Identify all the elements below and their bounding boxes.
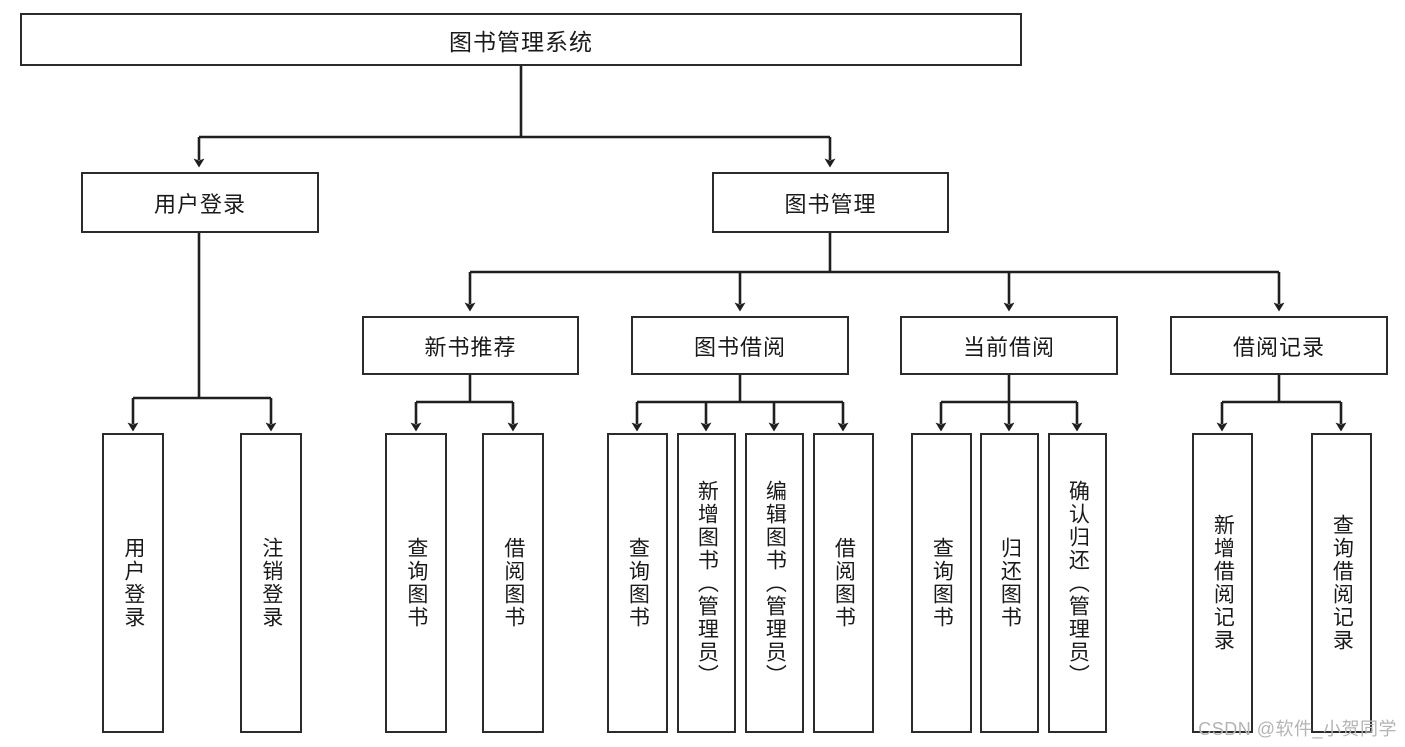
node-label: 图书借阅 [693,334,786,360]
node-label: 借阅图书 [832,537,856,629]
node-label: 新增借阅记录 [1211,514,1235,652]
node-root-book-management-system[interactable]: 图书管理系统 [20,13,1022,66]
node-label: 借阅记录 [1232,334,1325,360]
node-label: 用户登录 [121,537,145,629]
node-label: 新书推荐 [424,334,517,360]
watermark-text: CSDN @软件_小贺同学 [1198,719,1397,739]
leaf-query-book-borrow[interactable]: 查询图书 [607,433,668,733]
node-current-borrow[interactable]: 当前借阅 [900,316,1118,375]
leaf-add-borrow-record[interactable]: 新增借阅记录 [1192,433,1253,733]
node-label: 用户登录 [153,191,246,217]
node-borrow-record[interactable]: 借阅记录 [1170,316,1388,375]
node-label: 查询图书 [626,537,650,629]
leaf-query-book-current[interactable]: 查询图书 [911,433,972,733]
leaf-query-book-recommend[interactable]: 查询图书 [385,433,447,733]
node-label: 编辑图书（管理员） [763,479,787,687]
leaf-confirm-return-admin[interactable]: 确认归还（管理员） [1048,433,1107,733]
node-new-book-recommend[interactable]: 新书推荐 [362,316,579,375]
node-book-borrow[interactable]: 图书借阅 [631,316,849,375]
node-label: 图书管理系统 [449,28,593,55]
leaf-query-borrow-record[interactable]: 查询借阅记录 [1311,433,1372,733]
node-label: 归还图书 [998,537,1022,629]
leaf-user-login[interactable]: 用户登录 [102,433,164,733]
node-label: 查询图书 [930,537,954,629]
node-book-manage[interactable]: 图书管理 [712,172,949,233]
node-label: 借阅图书 [501,537,525,629]
node-label: 查询图书 [404,537,428,629]
leaf-borrow-book-borrow[interactable]: 借阅图书 [813,433,874,733]
leaf-edit-book-admin[interactable]: 编辑图书（管理员） [745,433,804,733]
leaf-return-book[interactable]: 归还图书 [980,433,1039,733]
leaf-logout-login[interactable]: 注销登录 [240,433,302,733]
leaf-add-book-admin[interactable]: 新增图书（管理员） [677,433,736,733]
node-label: 注销登录 [259,537,283,629]
node-label: 确认归还（管理员） [1066,479,1090,687]
node-label: 新增图书（管理员） [695,479,719,687]
node-label: 图书管理 [784,191,877,217]
node-user-login[interactable]: 用户登录 [81,172,319,233]
node-label: 查询借阅记录 [1330,514,1354,652]
node-label: 当前借阅 [962,334,1055,360]
leaf-borrow-book-recommend[interactable]: 借阅图书 [482,433,544,733]
